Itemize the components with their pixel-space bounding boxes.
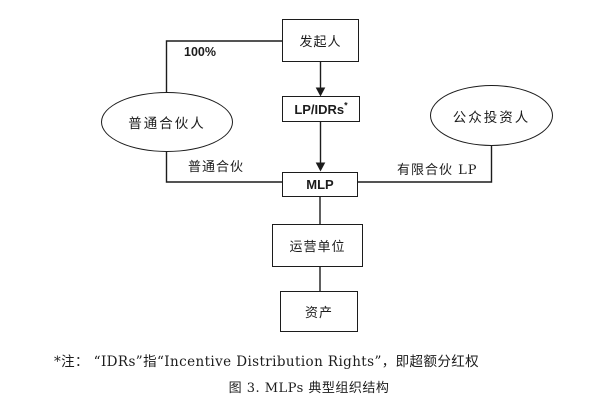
operating-unit-label: 运营单位: [289, 240, 346, 255]
lp-idrs-box: LP/IDRs*: [282, 96, 360, 122]
lp-idrs-footnote-mark: *: [344, 100, 348, 111]
figure-caption: 图 3. MLPs 典型组织结构: [228, 381, 390, 396]
footnote: *注： “IDRs”指“Incentive Distribution Right…: [54, 354, 480, 370]
sponsor-label: 发起人: [299, 35, 342, 50]
general-partnership-label: 普通合伙: [188, 160, 245, 175]
arrowhead-lpidrs-to-mlp: [315, 162, 326, 172]
sponsor-box: 发起人: [282, 19, 359, 62]
general-partner-label: 普通合伙人: [128, 116, 206, 132]
lp-idrs-label: LP/IDRs*: [294, 100, 348, 117]
arrowhead-sponsor-to-lpidrs: [315, 87, 326, 97]
mlp-box: MLP: [282, 172, 358, 197]
limited-partnership-label: 有限合伙 LP: [397, 163, 478, 178]
connector-general-partner-to-mlp: [165, 152, 282, 183]
ownership-percentage-label: 100%: [184, 45, 216, 59]
connector-sponsor-to-general-partner: [165, 40, 282, 92]
assets-label: 资产: [304, 306, 333, 321]
general-partner-ellipse: 普通合伙人: [101, 92, 233, 152]
public-investors-ellipse: 公众投资人: [430, 85, 553, 146]
public-investors-label: 公众投资人: [452, 109, 531, 126]
connector-public-investors-to-mlp: [358, 146, 493, 183]
assets-box: 资产: [280, 291, 358, 332]
mlp-label: MLP: [306, 177, 334, 192]
operating-unit-box: 运营单位: [272, 224, 363, 267]
